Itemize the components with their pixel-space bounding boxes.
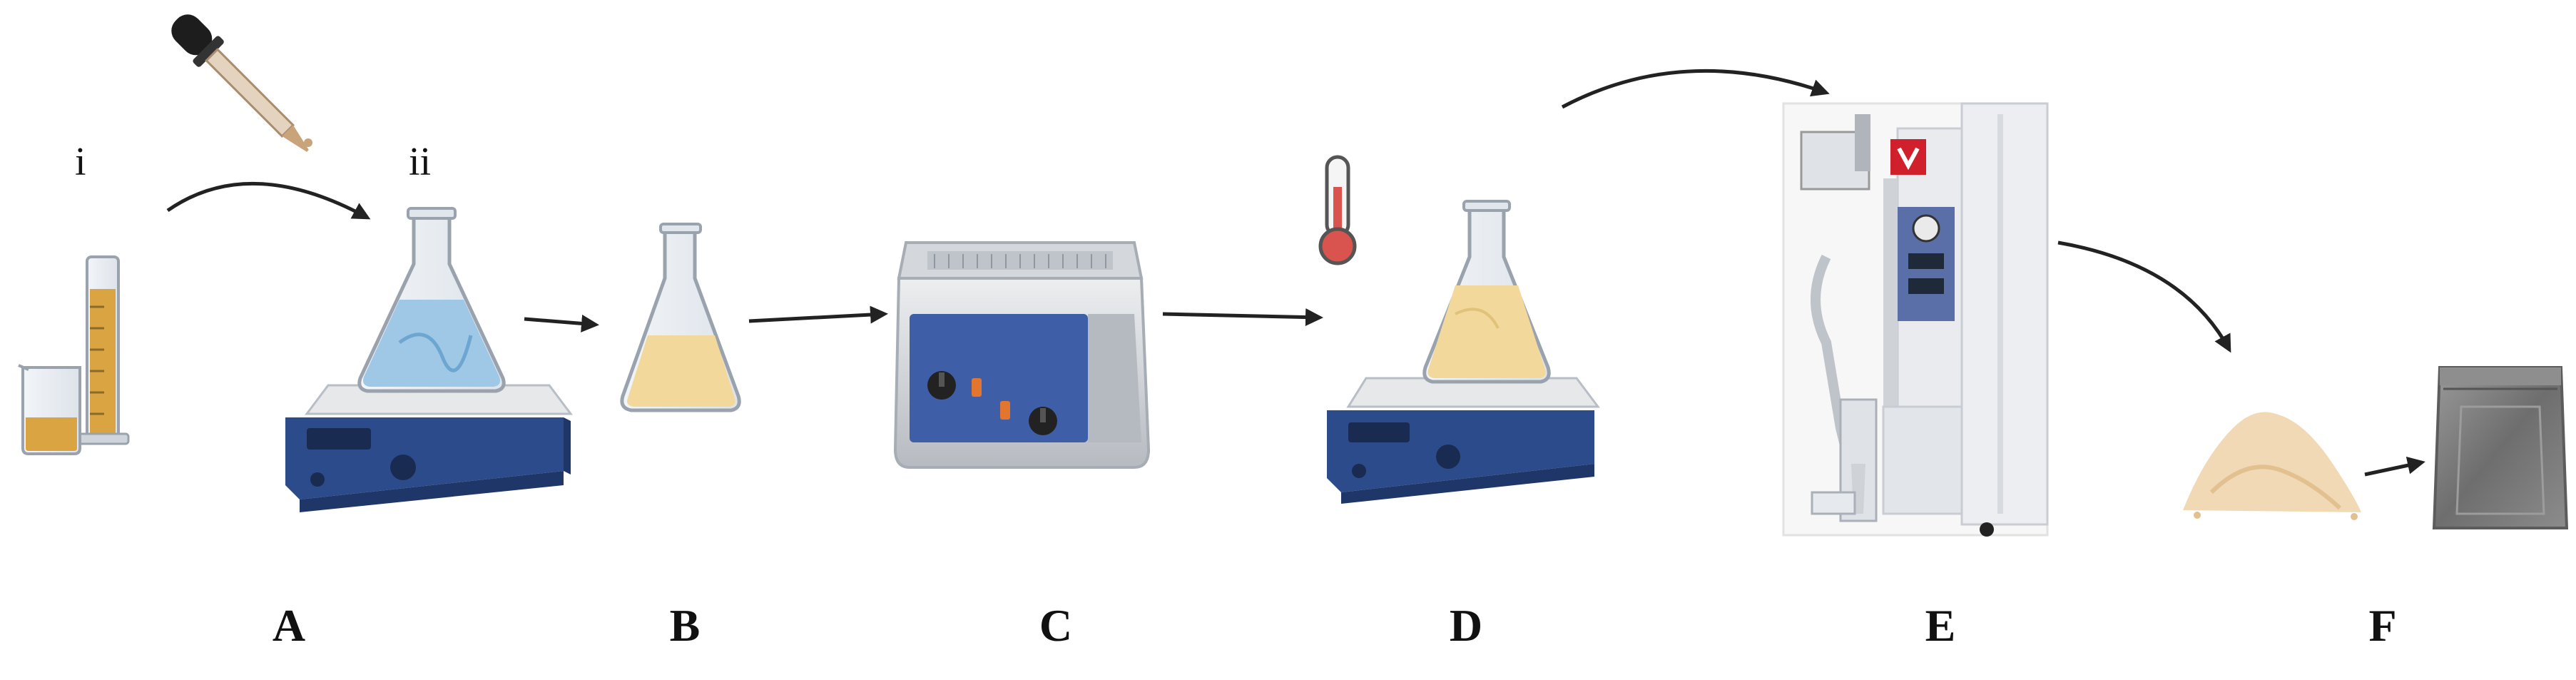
dropper-icon (171, 14, 312, 152)
step-label-e: E (1925, 600, 1956, 651)
arrow-c-to-d (1162, 308, 1323, 327)
arrow-e-to-powder (2057, 240, 2231, 353)
arrow-a-to-b (524, 314, 599, 333)
arrow-powder-to-bag (2364, 456, 2425, 477)
arrow-d-to-e (1561, 68, 1830, 109)
step-label-a: A (272, 600, 306, 651)
erlenmeyer-flask-icon (357, 207, 506, 393)
sub-label-ii: ii (409, 140, 432, 184)
magnetic-stirrer-icon (1327, 377, 1600, 504)
sub-label-i: i (75, 140, 86, 184)
magnetic-stirrer-icon (285, 384, 573, 512)
arrow-b-to-c (748, 305, 888, 324)
step-label-c: C (1039, 600, 1073, 651)
step-label-d: D (1449, 600, 1483, 651)
ultrasonic-bath-icon (893, 241, 1151, 469)
erlenmeyer-flask-icon (620, 223, 741, 412)
powder-pile-icon (2183, 412, 2361, 520)
spray-dryer-icon (1782, 102, 2049, 537)
storage-bag-icon (2432, 366, 2569, 529)
graduated-cylinder-icon (76, 255, 130, 445)
step-label-b: B (669, 600, 701, 651)
arrow-reagents-to-flask (166, 181, 371, 220)
beaker-icon (18, 364, 81, 455)
thermometer-icon (1318, 155, 1357, 265)
step-label-f: F (2368, 600, 2397, 651)
erlenmeyer-flask-icon (1422, 200, 1551, 384)
